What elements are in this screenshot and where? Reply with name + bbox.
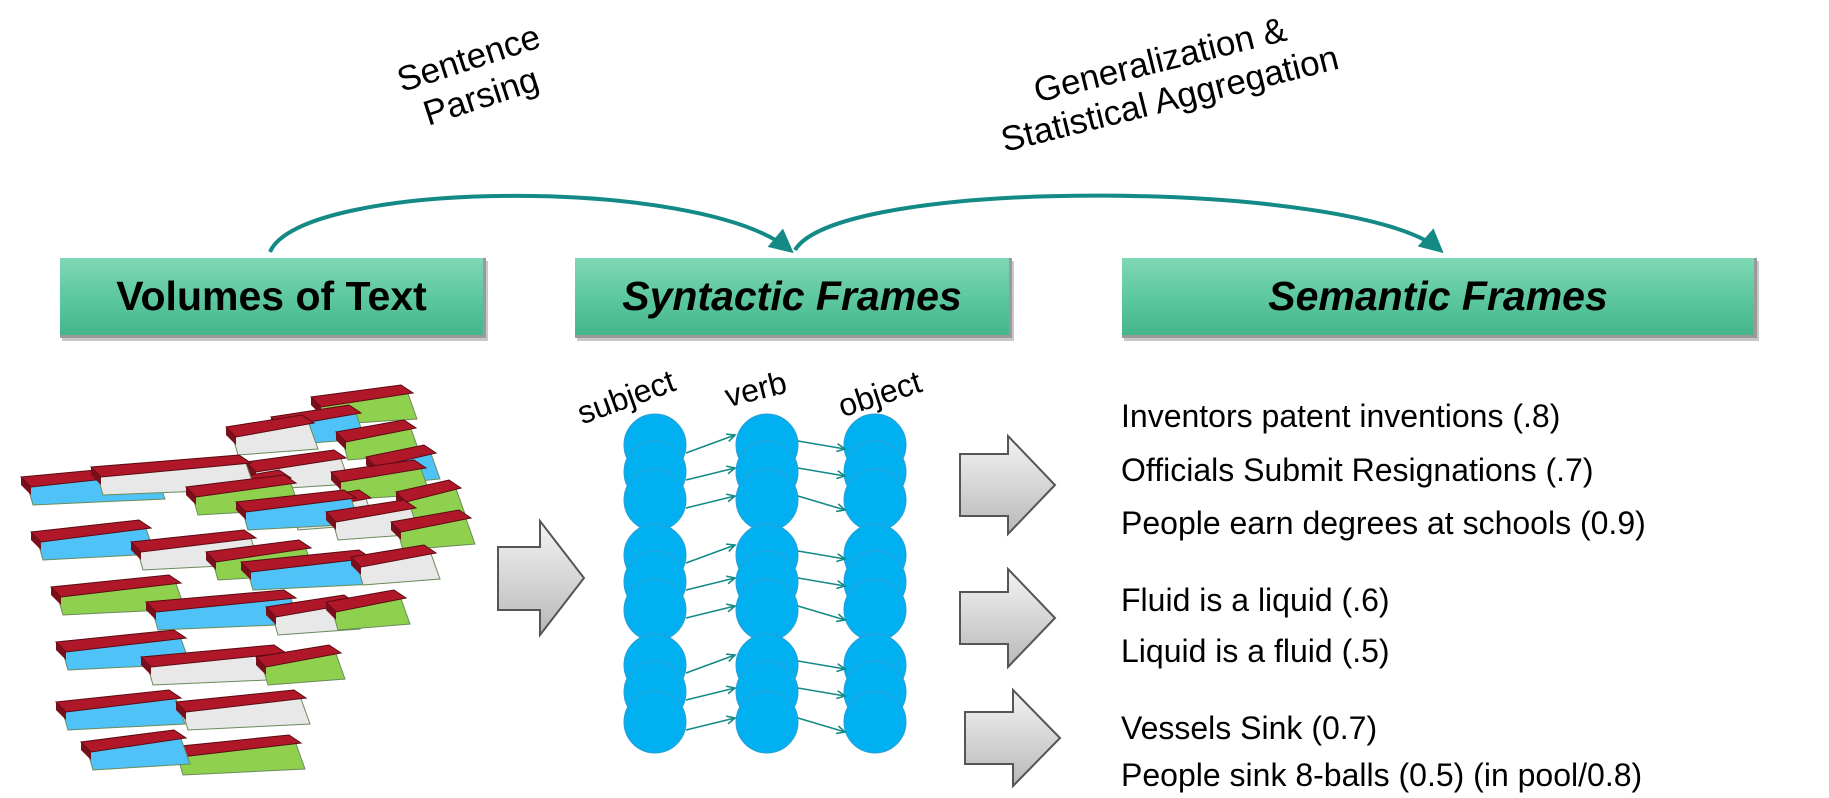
book-cover xyxy=(244,449,348,473)
frame-link xyxy=(685,495,736,509)
frame-link xyxy=(685,467,736,481)
book-spine xyxy=(256,657,266,675)
book-cover xyxy=(184,474,298,498)
frame-link-head xyxy=(836,470,847,480)
frame-link-head xyxy=(835,503,847,513)
book-spine xyxy=(351,557,361,575)
frame-node xyxy=(623,690,687,754)
semantic-item: Inventors patent inventions (.8) xyxy=(1121,398,1561,434)
book-spine xyxy=(176,702,186,720)
frame-link-head xyxy=(726,575,737,585)
frame-link xyxy=(685,605,736,619)
frame-link xyxy=(685,687,736,701)
frame-link xyxy=(685,717,736,731)
book-spine xyxy=(206,552,216,570)
generalization-arc xyxy=(793,193,1444,254)
frame-link xyxy=(685,434,736,454)
book-spine xyxy=(146,602,156,620)
frame-link xyxy=(797,717,846,733)
book-cover xyxy=(89,454,253,478)
frame-node xyxy=(843,690,907,754)
frame-link-head xyxy=(835,725,847,735)
frame-link xyxy=(797,660,846,670)
semantic-item: Officials Submit Resignations (.7) xyxy=(1121,452,1594,488)
semantic-item: People sink 8-balls (0.5) (in pool/0.8) xyxy=(1121,757,1643,793)
right-block-arrow-icon xyxy=(964,687,1062,789)
frame-link xyxy=(685,654,736,674)
book-spine xyxy=(336,432,346,450)
volumes-of-text-header: Volumes of Text xyxy=(60,258,486,338)
semantic-item: People earn degrees at schools (0.9) xyxy=(1121,505,1646,541)
frame-link-head xyxy=(726,603,737,613)
book-spine xyxy=(91,467,101,485)
frame-link-head xyxy=(726,715,737,725)
frame-link xyxy=(797,577,846,587)
frame-link-head xyxy=(835,613,847,623)
frame-link-head xyxy=(726,685,737,695)
frame-link-head xyxy=(725,543,737,553)
frame-node xyxy=(735,690,799,754)
frame-link xyxy=(797,467,846,477)
book-cover xyxy=(234,489,358,513)
book-spine xyxy=(131,542,141,560)
book-spine xyxy=(326,512,336,530)
semantic-item: Vessels Sink (0.7) xyxy=(1121,710,1378,746)
frame-link-head xyxy=(725,433,737,443)
frame-link xyxy=(797,605,846,621)
frame-link-head xyxy=(726,493,737,503)
frame-link-head xyxy=(726,465,737,475)
frame-link xyxy=(797,440,846,450)
syntactic-frames-header: Syntactic Frames xyxy=(575,258,1012,338)
book-spine xyxy=(141,657,151,675)
book-spine xyxy=(56,702,66,720)
book-spine xyxy=(51,587,61,605)
book-spine xyxy=(326,602,336,620)
right-block-arrow-icon xyxy=(497,518,586,638)
semantic-item: Liquid is a fluid (.5) xyxy=(1121,633,1390,669)
frame-link-head xyxy=(836,663,847,673)
sentence-parsing-arc xyxy=(268,193,794,254)
frame-link xyxy=(685,577,736,591)
book-spine xyxy=(331,472,341,490)
book-spine xyxy=(391,522,401,540)
frame-link-head xyxy=(836,443,847,453)
semantic-item: Fluid is a liquid (.6) xyxy=(1121,582,1390,618)
semantic-frames-header: Semantic Frames xyxy=(1122,258,1757,338)
book-spine xyxy=(186,487,196,505)
book-cover xyxy=(224,414,316,438)
frame-link xyxy=(685,544,736,564)
book-spine xyxy=(241,562,251,580)
frame-link xyxy=(797,687,846,697)
frame-link-head xyxy=(836,580,847,590)
book-spine xyxy=(21,477,31,495)
frame-link xyxy=(797,495,846,511)
book-spine xyxy=(266,607,276,625)
book-spine xyxy=(81,742,91,760)
book-spine xyxy=(56,642,66,660)
right-block-arrow-icon xyxy=(959,566,1057,670)
book-spine xyxy=(236,502,246,520)
frame-link xyxy=(797,550,846,560)
frame-link-head xyxy=(725,653,737,663)
book-spine xyxy=(226,427,236,445)
right-block-arrow-icon xyxy=(959,433,1057,537)
frame-link-head xyxy=(836,690,847,700)
frame-link-head xyxy=(836,553,847,563)
book-spine xyxy=(31,532,41,550)
